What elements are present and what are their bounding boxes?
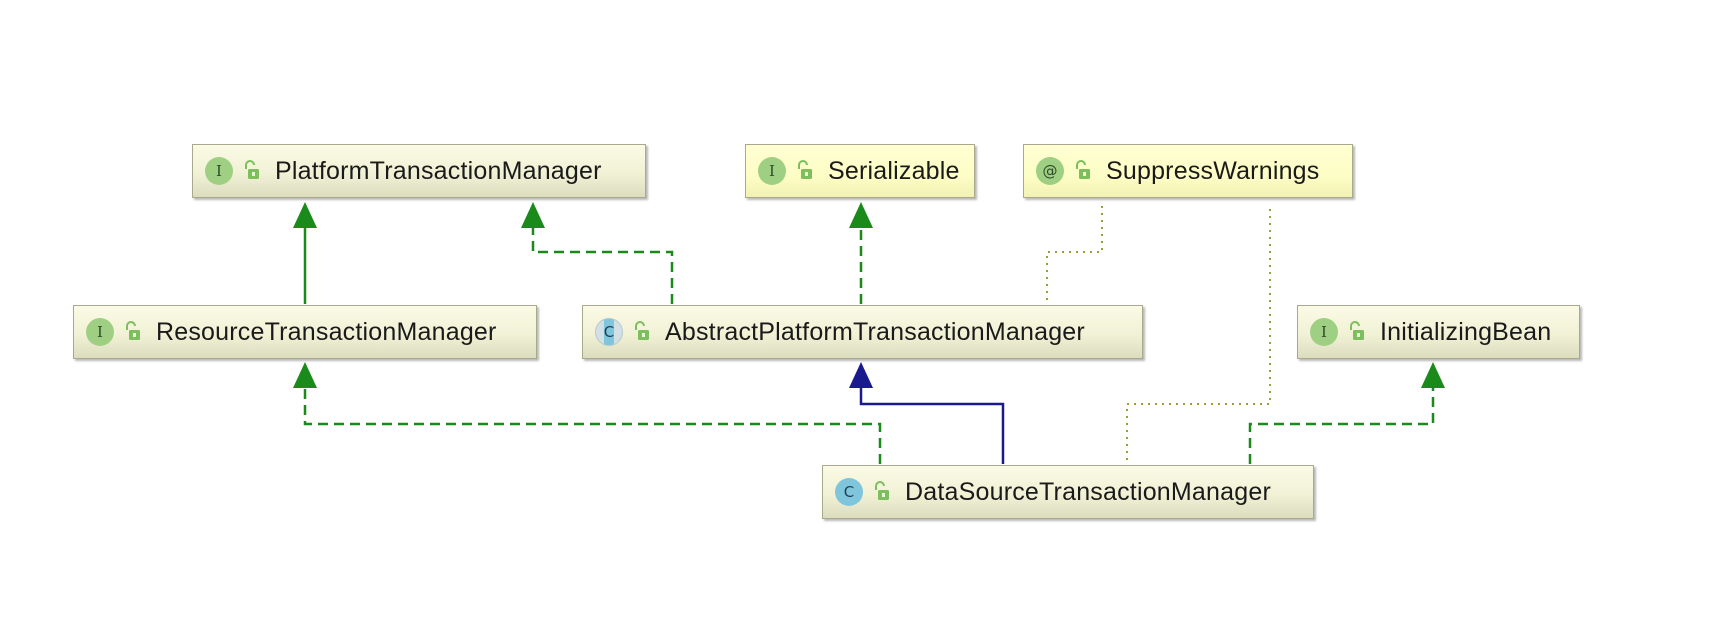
- edge-datasource-to-resource: [293, 362, 882, 464]
- annotation-icon: @: [1036, 157, 1064, 185]
- unlocked-padlock-icon: [245, 160, 259, 179]
- edge-resource-to-platform: [293, 202, 317, 304]
- unlocked-padlock-icon: [1076, 160, 1090, 179]
- interface-icon: I: [86, 318, 114, 346]
- node-resource-transaction-manager[interactable]: I ResourceTransactionManager: [73, 305, 537, 359]
- node-initializing-bean[interactable]: I InitializingBean: [1297, 305, 1580, 359]
- node-label: SuppressWarnings: [1106, 156, 1320, 185]
- interface-icon: I: [1310, 318, 1338, 346]
- node-label: AbstractPlatformTransactionManager: [665, 317, 1085, 346]
- unlocked-padlock-icon: [126, 321, 140, 340]
- node-suppress-warnings[interactable]: @ SuppressWarnings: [1023, 144, 1353, 198]
- unlocked-padlock-icon: [875, 481, 889, 500]
- unlocked-padlock-icon: [1350, 321, 1364, 340]
- node-serializable[interactable]: I Serializable: [745, 144, 975, 198]
- interface-icon: I: [758, 157, 786, 185]
- edge-abstract-to-suppress: [1046, 204, 1103, 300]
- node-label: DataSourceTransactionManager: [905, 477, 1271, 506]
- interface-icon: I: [205, 157, 233, 185]
- node-label: InitializingBean: [1380, 317, 1552, 346]
- edge-datasource-to-initializing: [1248, 362, 1445, 464]
- node-platform-transaction-manager[interactable]: I PlatformTransactionManager: [192, 144, 646, 198]
- edge-abstract-to-platform: [521, 202, 674, 304]
- unlocked-padlock-icon: [635, 321, 649, 340]
- edge-abstract-to-serializable: [849, 202, 873, 304]
- abstract-class-icon: C: [595, 318, 623, 346]
- node-datasource-transaction-manager[interactable]: C DataSourceTransactionManager: [822, 465, 1314, 519]
- unlocked-padlock-icon: [798, 160, 812, 179]
- node-abstract-platform-transaction-manager[interactable]: C AbstractPlatformTransactionManager: [582, 305, 1143, 359]
- edge-datasource-to-suppress: [1126, 204, 1271, 460]
- node-label: PlatformTransactionManager: [275, 156, 602, 185]
- edge-datasource-to-abstract: [849, 362, 1005, 464]
- class-icon: C: [835, 478, 863, 506]
- node-label: ResourceTransactionManager: [156, 317, 497, 346]
- node-label: Serializable: [828, 156, 960, 185]
